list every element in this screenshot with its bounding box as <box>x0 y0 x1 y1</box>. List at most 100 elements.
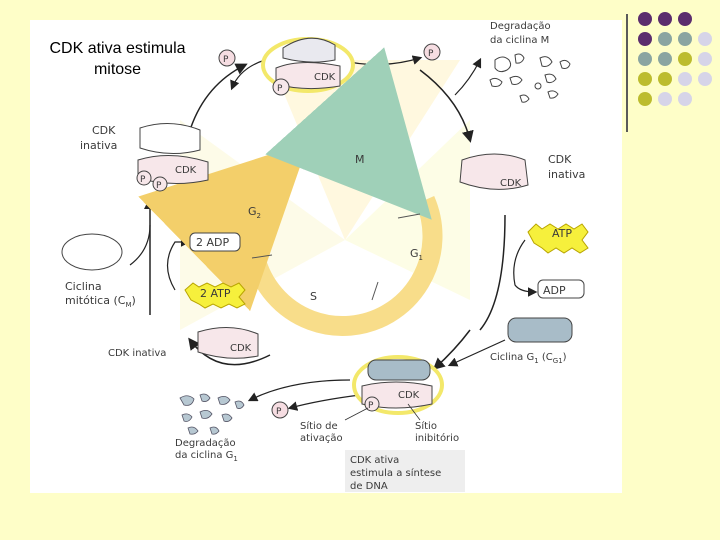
arrow-mitotic-cyclin <box>129 224 151 266</box>
top-p-left-circle <box>218 49 236 67</box>
slide-title-line2: mitose <box>93 61 142 78</box>
top-p-right-label: P <box>428 49 434 59</box>
phase-g1-label: G1 <box>410 247 423 262</box>
cyclin-g1-shape <box>507 317 573 343</box>
ring-divider-1 <box>251 254 273 259</box>
dot <box>698 72 712 86</box>
mitotic-cyclin-shape <box>61 233 123 271</box>
arrow-to-p-bottom <box>287 394 361 411</box>
bottom-caption-box <box>345 450 465 492</box>
adp-right-box <box>537 279 585 299</box>
cdk-inactive-upper-p2: P <box>156 181 162 191</box>
top-cyclin-shape <box>282 37 336 63</box>
arrow-top-left <box>189 63 248 131</box>
dot <box>678 32 692 46</box>
slide-title-line1: CDK ativa estimula <box>49 40 186 57</box>
dot <box>638 32 652 46</box>
bottom-p-free-label: P <box>276 407 282 417</box>
arrow-right-lower <box>432 329 471 371</box>
ring-divider-2 <box>371 281 379 301</box>
bottom-caption-line3: de DNA <box>350 481 388 492</box>
degradation-m-line2: da ciclina M <box>490 35 549 46</box>
cdk-inactive-lower-label: CDK inativa <box>108 348 166 359</box>
site-inhibitory-line2: inibitório <box>415 432 459 444</box>
dot <box>698 52 712 66</box>
cyclin-g1-label: Ciclina G1 (CG1) <box>490 352 567 365</box>
dot <box>678 92 692 106</box>
dot <box>678 72 692 86</box>
atp-left-label: 2 ATP <box>200 287 231 300</box>
degradation-g1-line1: Degradação <box>175 438 236 449</box>
phase-s-label: S <box>310 290 317 303</box>
bottom-caption-line1: CDK ativa <box>350 455 399 466</box>
mitotic-cyclin-line1: Ciclina <box>65 280 102 293</box>
cdk-inactive-upper-line2: inativa <box>80 139 117 152</box>
atp-left-burst <box>184 282 246 309</box>
cdk-inactive-right-shape <box>459 153 529 190</box>
dot <box>638 12 652 26</box>
site-inhibitory-line1: Sítio <box>415 420 437 432</box>
dot <box>658 52 672 66</box>
dot <box>658 72 672 86</box>
top-p-right-circle <box>423 43 441 61</box>
top-p-complex-circle <box>272 78 290 96</box>
degradation-m-fragments <box>489 53 571 103</box>
dot <box>638 92 652 106</box>
slide-title: CDK ativa estimula mitose <box>30 38 205 88</box>
site-inhibitory-leader <box>407 403 421 421</box>
bottom-p-free-circle <box>271 401 289 419</box>
cell-cycle-diagram: M G2 G1 S CDK P P P Degradação da ciclin… <box>61 21 589 492</box>
top-cdk-label: CDK <box>314 72 336 83</box>
arrow-cyclin-g1-in <box>447 339 506 367</box>
dot <box>698 32 712 46</box>
phase-m-label: M <box>355 153 365 166</box>
adp-left-label: 2 ADP <box>196 236 229 249</box>
adp-left-box <box>189 232 241 252</box>
phase-g2-label: G2 <box>248 205 261 220</box>
top-p-complex-label: P <box>277 84 283 94</box>
arrow-to-p-left <box>230 59 266 91</box>
dot <box>678 52 692 66</box>
cdk-inactive-right-cdk: CDK <box>500 178 522 189</box>
arrow-atp-adp <box>513 239 538 297</box>
bottom-cdk-label: CDK <box>398 390 420 401</box>
mitotic-cyclin-line2: mitótica (CM) <box>65 294 136 309</box>
cdk-inactive-upper-p1-circle <box>136 170 152 186</box>
dot <box>658 12 672 26</box>
top-p-left-label: P <box>223 55 229 65</box>
bottom-p-label: P <box>368 401 374 411</box>
dot <box>658 92 672 106</box>
diagram-panel: M G2 G1 S CDK P P P Degradação da ciclin… <box>30 20 622 493</box>
arrow-to-degradation-m <box>454 57 482 96</box>
dot <box>678 12 692 26</box>
site-activation-leader <box>344 407 369 421</box>
cdk-inactive-right-line1: CDK <box>548 153 572 166</box>
cycle-m-arrow <box>265 47 432 220</box>
cdk-inactive-right-line2: inativa <box>548 168 585 181</box>
degradation-m-line1: Degradação <box>490 21 551 32</box>
degradation-g1-line2: da ciclina G1 <box>175 450 238 463</box>
cdk-inactive-lower-cdk: CDK <box>230 343 252 354</box>
bottom-cyclin-shape <box>367 359 431 381</box>
atp-right-label: ATP <box>552 227 572 240</box>
arrow-bottom-left <box>188 337 271 366</box>
arrow-to-degradation-g1 <box>247 379 351 402</box>
dot <box>658 32 672 46</box>
arrow-right <box>479 214 506 331</box>
bottom-p-circle <box>364 396 380 412</box>
cdk-inactive-upper-cdk: CDK <box>175 165 197 176</box>
atp-right-burst <box>527 223 589 254</box>
cdk-inactive-upper-p1: P <box>140 175 146 185</box>
dot <box>638 72 652 86</box>
adp-right-label: ADP <box>543 284 566 297</box>
site-activation-line1: Sítio de <box>300 420 338 432</box>
divider-line <box>626 14 628 132</box>
site-activation-line2: ativação <box>300 433 343 444</box>
degradation-g1-fragments <box>179 393 245 435</box>
bottom-caption-line2: estimula a síntese <box>350 467 441 479</box>
cdk-inactive-upper-p2-circle <box>152 176 168 192</box>
cdk-inactive-upper-line1: CDK <box>92 124 116 137</box>
cdk-inactive-lower-shape <box>197 327 259 359</box>
ring-divider-3 <box>397 213 421 219</box>
